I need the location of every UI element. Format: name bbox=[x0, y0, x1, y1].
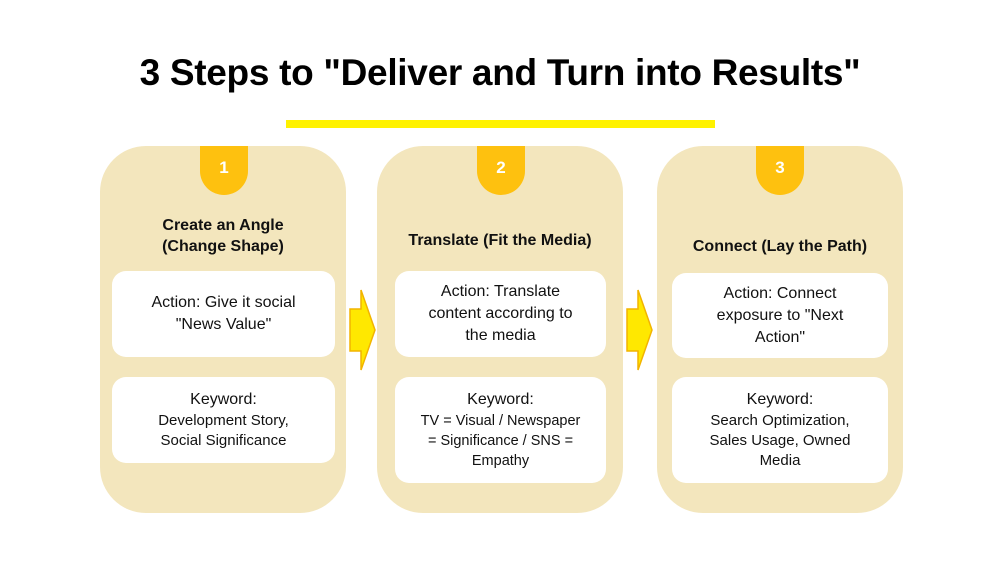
action-text-1-line1: Action: Give it social bbox=[151, 294, 296, 311]
action-text-3-line1: Action: Connect bbox=[723, 284, 837, 302]
action-box-1: Action: Give it social "News Value" bbox=[112, 271, 335, 357]
step-title-1-line1: Create an Angle bbox=[162, 217, 284, 234]
action-box-3: Action: Connect exposure to "Next Action… bbox=[672, 273, 888, 358]
step-number-badge-3: 3 bbox=[756, 146, 804, 195]
keyword-text-2-line1: TV = Visual / Newspaper bbox=[420, 413, 581, 429]
action-box-2: Action: Translate content according to t… bbox=[395, 271, 606, 357]
keyword-label-1: Keyword: bbox=[190, 391, 257, 408]
action-text-2-line1: Action: Translate bbox=[440, 283, 561, 300]
keyword-box-2: Keyword: TV = Visual / Newspaper = Signi… bbox=[395, 377, 606, 483]
right-arrow-icon bbox=[626, 289, 653, 371]
keyword-text-2-line2: = Significance / SNS = bbox=[427, 433, 574, 449]
action-text-2-line3: the media bbox=[465, 327, 536, 344]
page-title: 3 Steps to "Deliver and Turn into Result… bbox=[139, 52, 861, 93]
keyword-text-3-line2: Sales Usage, Owned bbox=[709, 432, 851, 449]
keyword-box-3: Keyword: Search Optimization, Sales Usag… bbox=[672, 377, 888, 483]
step-number-badge-1: 1 bbox=[200, 146, 248, 195]
right-arrow-icon bbox=[349, 289, 376, 371]
keyword-text-1-line2: Social Significance bbox=[160, 432, 287, 449]
action-text-3-line2: exposure to "Next bbox=[716, 306, 844, 324]
title-underline bbox=[286, 120, 715, 128]
action-text-2-line2: content according to bbox=[428, 305, 573, 322]
action-text-1-line2: "News Value" bbox=[175, 316, 272, 333]
step-title-1: Create an Angle (Change Shape) bbox=[100, 215, 346, 257]
step-title-2: Translate (Fit the Media) bbox=[408, 232, 592, 249]
keyword-text-2-line3: Empathy bbox=[471, 453, 530, 469]
keyword-label-2: Keyword: bbox=[467, 391, 534, 408]
step-title-1-line2: (Change Shape) bbox=[162, 238, 284, 255]
action-text-3-line3: Action" bbox=[754, 328, 806, 346]
keyword-text-1-line1: Development Story, bbox=[158, 412, 289, 429]
step-title-3: Connect (Lay the Path) bbox=[692, 238, 868, 255]
keyword-text-3-line1: Search Optimization, bbox=[710, 412, 850, 429]
step-number-badge-2: 2 bbox=[477, 146, 525, 195]
keyword-text-3-line3: Media bbox=[759, 452, 801, 469]
keyword-box-1: Keyword: Development Story, Social Signi… bbox=[112, 377, 335, 463]
keyword-label-3: Keyword: bbox=[746, 391, 814, 408]
